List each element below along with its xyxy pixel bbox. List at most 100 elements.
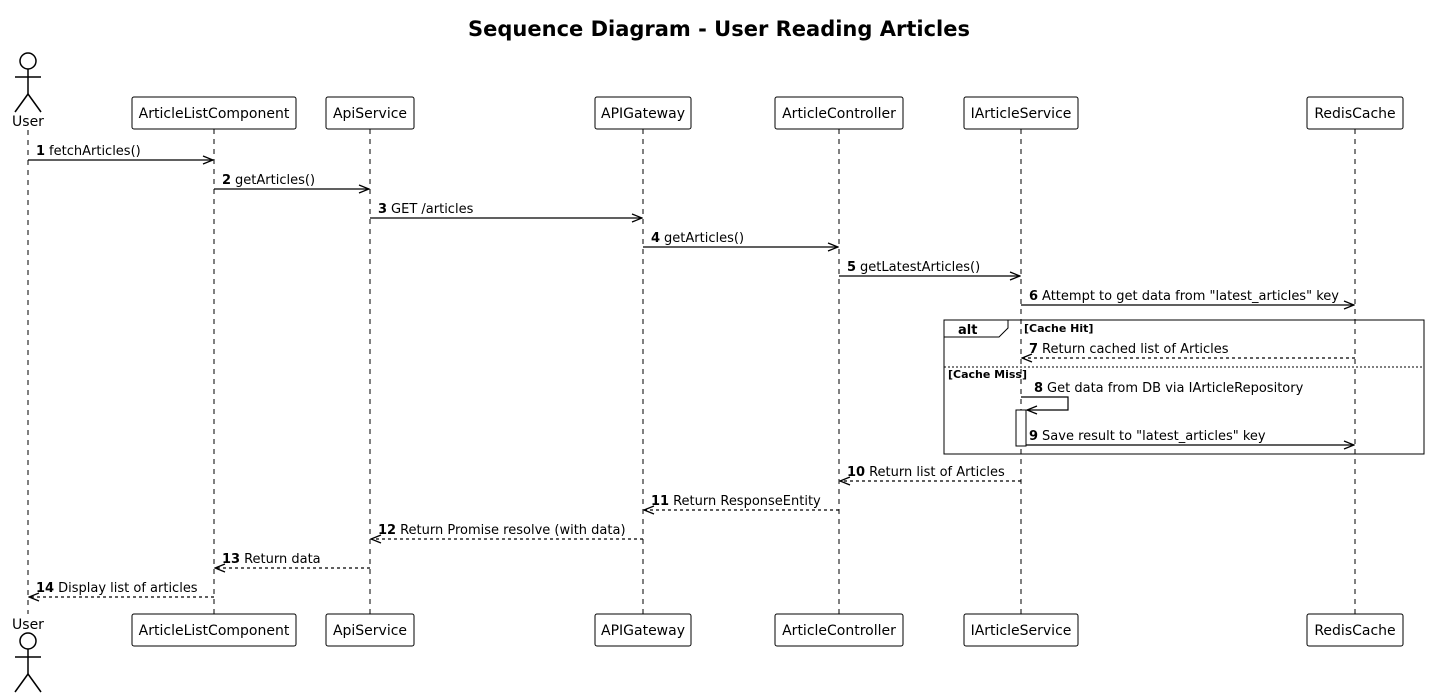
actor-head [19,632,37,650]
participant-api-top: ApiService [325,96,415,130]
participant-name-api: ApiService [333,623,407,639]
message-5: 5 getLatestArticles() [839,260,1020,276]
actor-user-bottom: User [12,617,44,693]
message-number: 6 [1029,289,1038,304]
message-label: 10 Return list of Articles [847,465,1005,480]
message-number: 12 [378,523,396,538]
message-number: 5 [847,260,856,275]
participant-name-alc: ArticleListComponent [139,623,290,639]
participant-name-gw: APIGateway [601,106,685,122]
message-text: Return data [244,552,321,567]
message-label: 11 Return ResponseEntity [651,494,821,509]
participant-box [131,96,297,130]
participant-redis-top: RedisCache [1306,96,1404,130]
participant-box [963,96,1079,130]
message-number: 4 [651,231,660,246]
actor-leg-left [14,93,29,113]
participant-box [963,613,1079,647]
participant-redis-bottom: RedisCache [1306,613,1404,647]
actor-user-top: User [12,52,44,130]
participant-alc-bottom: ArticleListComponent [131,613,297,647]
message-10: 10 Return list of Articles [840,465,1021,481]
actor-leg-right [27,93,42,113]
participant-name-user: User [12,114,44,130]
message-13: 13 Return data [215,552,370,568]
message-label: 3 GET /articles [378,202,474,217]
participant-box [774,96,904,130]
message-number: 13 [222,552,240,567]
participant-name-user: User [12,617,44,633]
participant-name-redis: RedisCache [1314,623,1395,639]
message-text: getArticles() [235,173,315,188]
participant-box [594,96,692,130]
message-4: 4 getArticles() [643,231,838,247]
fragment-frame [943,319,1425,455]
message-text: Return ResponseEntity [673,494,821,509]
message-number: 10 [847,465,865,480]
message-number: 1 [36,144,45,159]
message-text: getLatestArticles() [860,260,980,275]
message-7: 7 Return cached list of Articles [1022,342,1355,358]
message-2: 2 getArticles() [214,173,369,189]
message-text: Get data from DB via IArticleRepository [1047,381,1304,396]
message-text: fetchArticles() [49,144,141,159]
participant-name-redis: RedisCache [1314,106,1395,122]
participant-box [325,96,415,130]
message-label: 1 fetchArticles() [36,144,141,159]
message-number: 9 [1029,429,1038,444]
message-8: 8 Get data from DB via IArticleRepository [1021,381,1304,410]
alt-fragment: alt[Cache Hit][Cache Miss] [943,319,1425,455]
actor-leg-right [27,673,42,693]
participant-name-api: ApiService [333,106,407,122]
message-label: 14 Display list of articles [36,581,198,596]
participant-gw-bottom: APIGateway [594,613,692,647]
message-text: Save result to "latest_articles" key [1042,429,1266,444]
message-number: 7 [1029,342,1038,357]
message-number: 8 [1034,381,1043,396]
message-number: 2 [222,173,231,188]
participant-ctrl-bottom: ArticleController [774,613,904,647]
participant-box [1306,613,1404,647]
message-number: 3 [378,202,387,217]
message-1: 1 fetchArticles() [28,144,213,160]
fragment-keyword: alt [958,323,977,338]
participant-name-ctrl: ArticleController [782,623,896,639]
participant-svc-bottom: IArticleService [963,613,1079,647]
message-text: Return cached list of Articles [1042,342,1229,357]
message-label: 6 Attempt to get data from "latest_articl… [1029,289,1339,304]
fragment-tab [944,320,1009,338]
message-text: GET /articles [391,202,474,217]
message-text: Display list of articles [58,581,198,596]
message-label: 13 Return data [222,552,321,567]
actor-head [19,52,37,70]
participant-box [774,613,904,647]
message-number: 14 [36,581,54,596]
message-11: 11 Return ResponseEntity [644,494,839,510]
participant-box [594,613,692,647]
message-label: 9 Save result to "latest_articles" key [1029,429,1266,444]
participant-alc-top: ArticleListComponent [131,96,297,130]
participant-ctrl-top: ArticleController [774,96,904,130]
lifelines [27,129,1356,614]
message-text: getArticles() [664,231,744,246]
actor-leg-left [14,673,29,693]
activation-bar-svc [1015,409,1027,447]
participant-name-gw: APIGateway [601,623,685,639]
participant-name-svc: IArticleService [971,106,1072,122]
message-3: 3 GET /articles [370,202,642,218]
message-label: 7 Return cached list of Articles [1029,342,1229,357]
participant-api-bottom: ApiService [325,613,415,647]
message-9: 9 Save result to "latest_articles" key [1026,429,1354,445]
message-text: Return list of Articles [869,465,1005,480]
diagram-title: Sequence Diagram - User Reading Articles [468,17,970,41]
message-number: 11 [651,494,669,509]
participant-name-ctrl: ArticleController [782,106,896,122]
message-14: 14 Display list of articles [29,581,214,597]
message-text: Attempt to get data from "latest_article… [1042,289,1339,304]
message-label: 2 getArticles() [222,173,315,188]
participant-svc-top: IArticleService [963,96,1079,130]
participants: UserUserArticleListComponentArticleListC… [12,52,1404,693]
